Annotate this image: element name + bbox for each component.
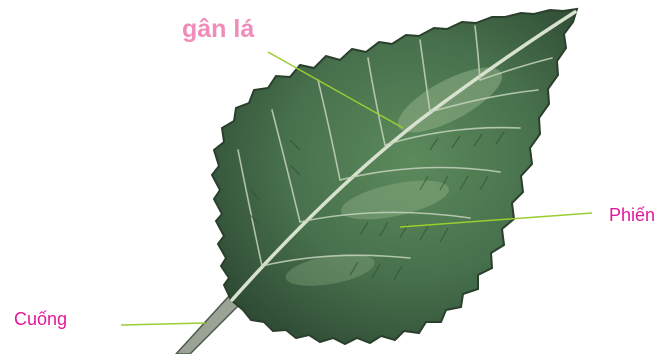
vein-label: gân lá — [182, 15, 254, 44]
petiole-label: Cuống — [14, 309, 67, 330]
leaf-blade — [212, 9, 577, 344]
blade-label: Phiến — [609, 205, 655, 226]
petiole-pointer-line — [121, 323, 205, 325]
petiole — [176, 296, 240, 354]
